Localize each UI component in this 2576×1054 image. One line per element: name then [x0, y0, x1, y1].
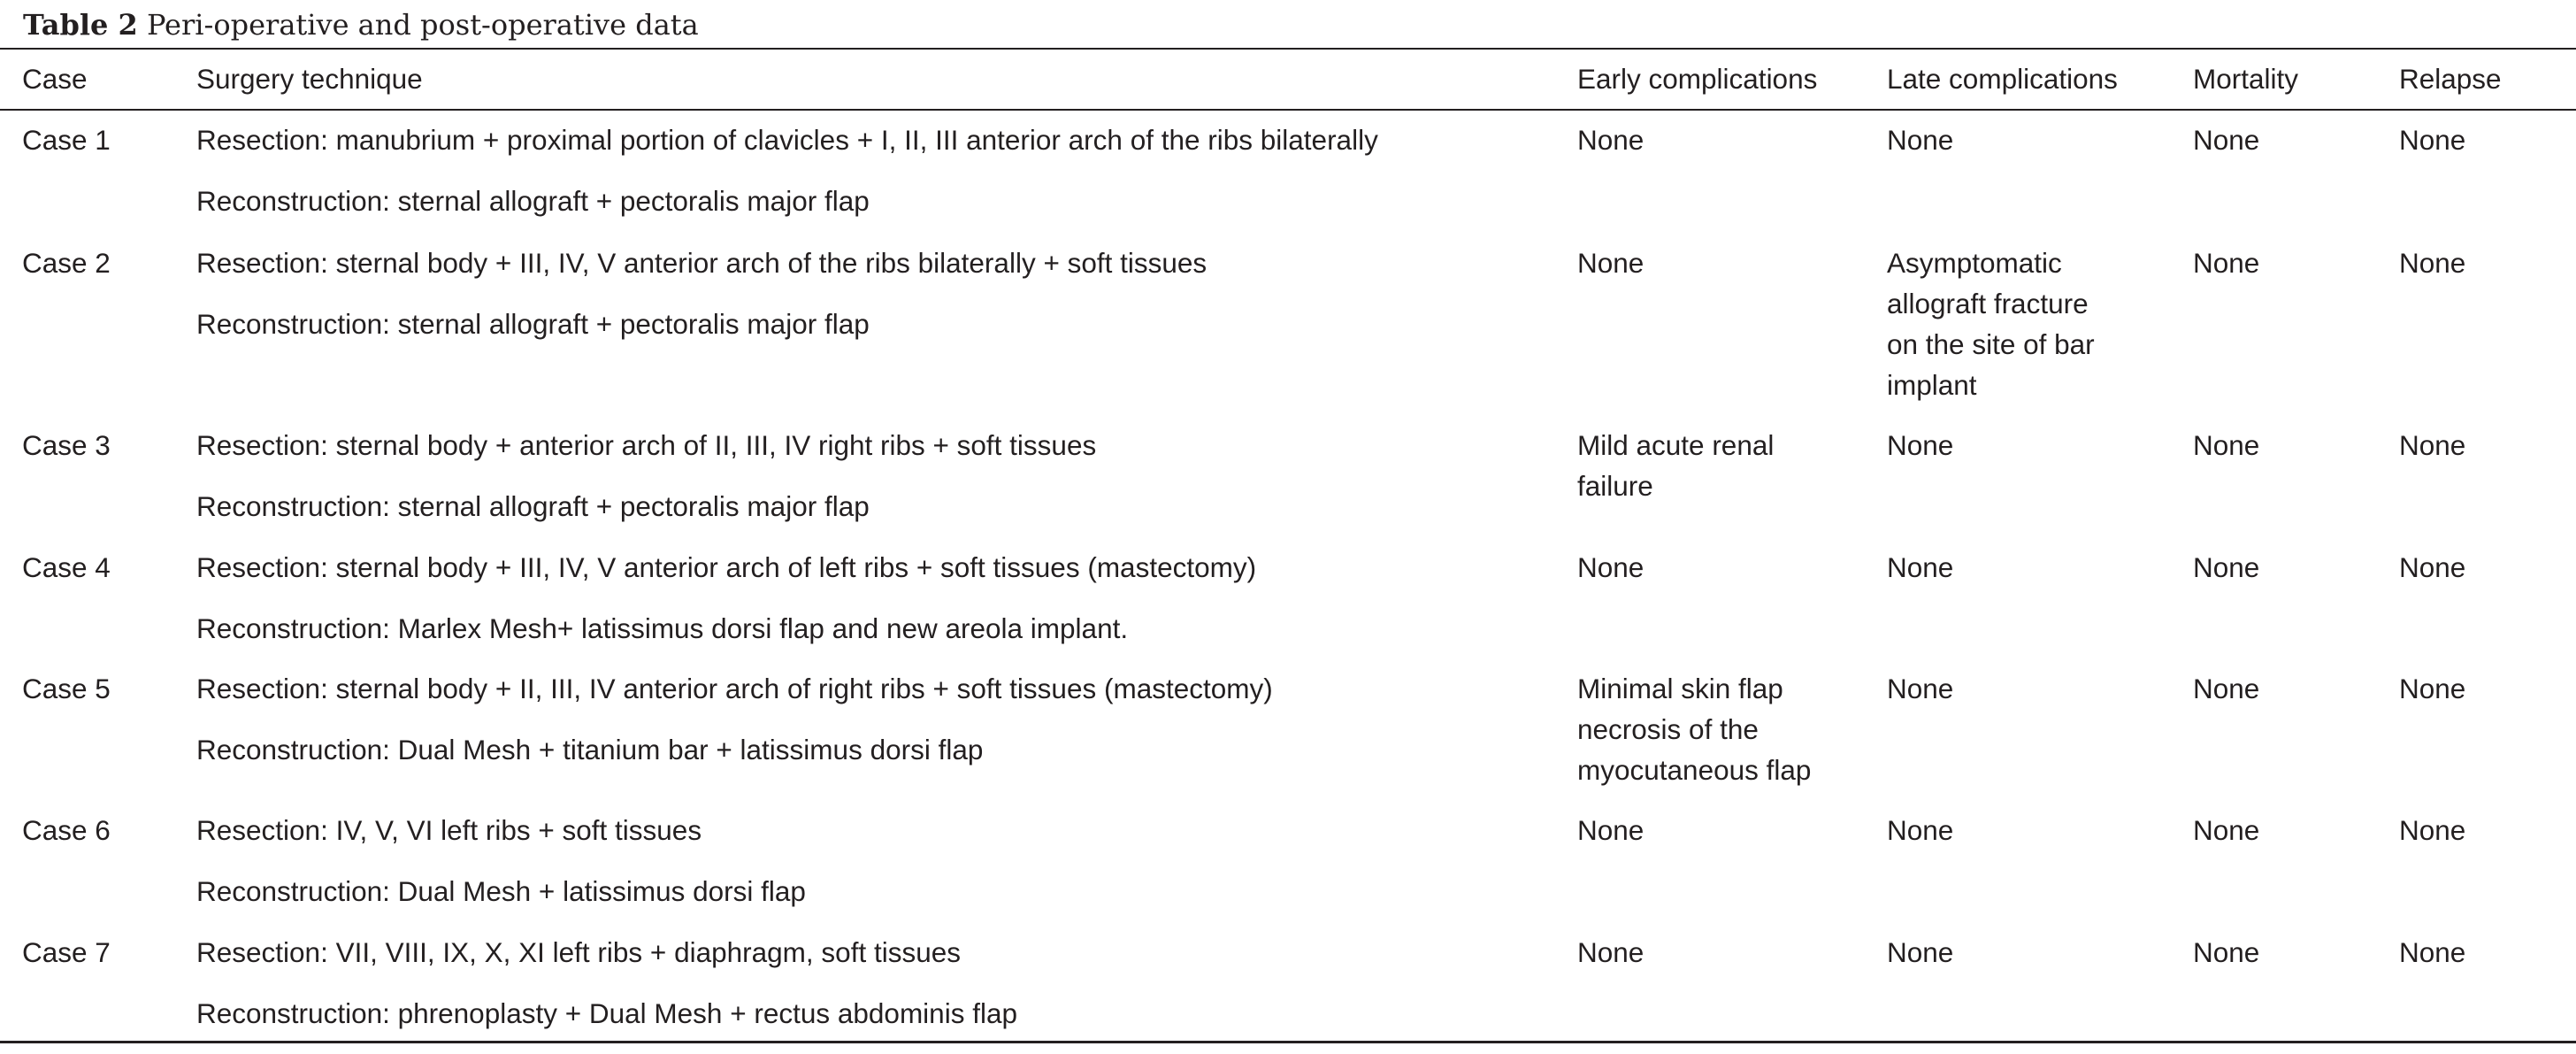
case-label: Case 1 [22, 124, 111, 156]
case-label: Case 2 [22, 247, 111, 279]
header-mortality: Mortality [2193, 63, 2299, 95]
early-complications-cell: None [1577, 814, 1644, 846]
header-bottom-rule [0, 109, 2576, 111]
early-complications-cell: None [1577, 124, 1644, 156]
table-caption: Table 2 Peri-operative and post-operativ… [23, 2, 699, 48]
relapse-cell: None [2399, 247, 2466, 279]
late-complications-cell: None [1887, 124, 1954, 156]
early-complications-cell: None [1577, 936, 1644, 968]
resection-text: Resection: manubrium + proximal portion … [196, 124, 1378, 156]
reconstruction-text: Reconstruction: Dual Mesh + latissimus d… [196, 875, 806, 907]
late-complications-cell: None [1887, 673, 1954, 704]
reconstruction-text: Reconstruction: Marlex Mesh+ latissimus … [196, 612, 1129, 644]
late-complications-cell: None [1887, 936, 1954, 968]
resection-text: Resection: VII, VIII, IX, X, XI left rib… [196, 936, 961, 968]
mortality-cell: None [2193, 124, 2260, 156]
reconstruction-text: Reconstruction: sternal allograft + pect… [196, 490, 870, 522]
late-complications-cell: None [1887, 814, 1954, 846]
case-label: Case 3 [22, 429, 111, 461]
case-label: Case 5 [22, 673, 111, 704]
reconstruction-text: Reconstruction: sternal allograft + pect… [196, 308, 870, 340]
resection-text: Resection: sternal body + III, IV, V ant… [196, 551, 1257, 583]
header-relapse: Relapse [2399, 63, 2502, 95]
resection-text: Resection: IV, V, VI left ribs + soft ti… [196, 814, 702, 846]
table-top-rule [0, 48, 2576, 50]
relapse-cell: None [2399, 673, 2466, 704]
relapse-cell: None [2399, 429, 2466, 461]
header-late-complications: Late complications [1887, 63, 2118, 95]
header-surgery-technique: Surgery technique [196, 63, 423, 95]
header-case: Case [22, 63, 88, 95]
mortality-cell: None [2193, 936, 2260, 968]
table-caption-label: Table 2 [23, 8, 138, 42]
case-label: Case 7 [22, 936, 111, 968]
relapse-cell: None [2399, 936, 2466, 968]
early-complications-cell: Minimal skin flap necrosis of the myocut… [1577, 673, 1812, 786]
resection-text: Resection: sternal body + III, IV, V ant… [196, 247, 1208, 279]
reconstruction-text: Reconstruction: sternal allograft + pect… [196, 185, 870, 217]
mortality-cell: None [2193, 247, 2260, 279]
relapse-cell: None [2399, 124, 2466, 156]
early-complications-cell: None [1577, 247, 1644, 279]
case-label: Case 4 [22, 551, 111, 583]
early-complications-cell: None [1577, 551, 1644, 583]
resection-text: Resection: sternal body + II, III, IV an… [196, 673, 1273, 704]
late-complications-cell: Asymptomatic allograft fracture on the s… [1887, 247, 2095, 401]
late-complications-cell: None [1887, 429, 1954, 461]
mortality-cell: None [2193, 673, 2260, 704]
resection-text: Resection: sternal body + anterior arch … [196, 429, 1097, 461]
mortality-cell: None [2193, 814, 2260, 846]
table-caption-title: Peri-operative and post-operative data [146, 8, 699, 42]
mortality-cell: None [2193, 551, 2260, 583]
table-bottom-rule [0, 1041, 2576, 1043]
mortality-cell: None [2193, 429, 2260, 461]
relapse-cell: None [2399, 551, 2466, 583]
case-label: Case 6 [22, 814, 111, 846]
reconstruction-text: Reconstruction: Dual Mesh + titanium bar… [196, 734, 984, 765]
early-complications-cell: Mild acute renal failure [1577, 429, 1775, 502]
late-complications-cell: None [1887, 551, 1954, 583]
relapse-cell: None [2399, 814, 2466, 846]
header-early-complications: Early complications [1577, 63, 1818, 95]
reconstruction-text: Reconstruction: phrenoplasty + Dual Mesh… [196, 997, 1017, 1029]
